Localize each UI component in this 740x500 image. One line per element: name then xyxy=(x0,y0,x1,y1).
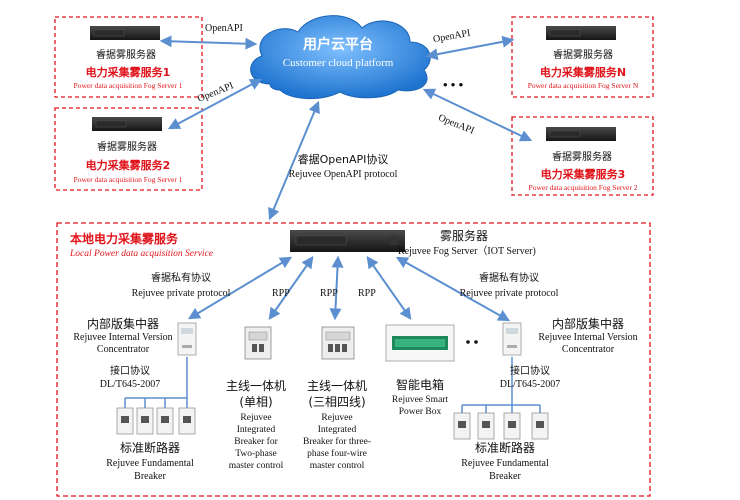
concentrator-left-zh: 内部版集中器 xyxy=(86,317,160,331)
cloud-icon xyxy=(250,15,431,100)
openapi-protocol-zh: 睿据OpenAPI协议 xyxy=(297,153,389,166)
integrated-breaker-single-icon xyxy=(244,326,272,360)
rpp-label-3: RPP xyxy=(358,288,376,299)
local-service-title-en: Local Power data acquisition Service xyxy=(70,249,214,259)
interface-protocol-left-zh: 接口协议 xyxy=(110,366,150,377)
servers-ellipsis: • • • xyxy=(443,77,464,92)
server-icon-2 xyxy=(92,117,162,131)
private-protocol-left-en: Rejuvee private protocol xyxy=(131,288,231,299)
wires-right xyxy=(461,357,541,413)
private-protocol-right-zh: 睿据私有协议 xyxy=(479,273,539,284)
local-service-title: 本地电力采集雾服务 xyxy=(70,232,179,246)
fog-server-1-name-en: Power data acquisition Fog Server 1 xyxy=(73,81,183,90)
local-service-frame xyxy=(56,222,651,497)
integrated-single-zh1: 主线一体机 xyxy=(225,379,287,393)
server-icon-1 xyxy=(90,26,160,40)
wires-left xyxy=(124,357,188,408)
breaker-group-left xyxy=(116,407,196,435)
fog-server-2-frame xyxy=(54,107,203,191)
breaker-right-en1: Rejuvee Fundamental xyxy=(461,458,549,469)
breaker-left-zh: 标准断路器 xyxy=(119,441,181,455)
smart-box-en1: Rejuvee Smart xyxy=(391,395,449,405)
concentrator-left-icon xyxy=(177,322,197,356)
smart-power-box-icon xyxy=(385,324,455,362)
fog-server-2-device: 睿据雾服务器 xyxy=(97,142,157,153)
integrated-three-en-3: phase four-wire xyxy=(307,449,367,459)
integrated-single-en-1: Integrated xyxy=(236,425,276,435)
interface-protocol-right-en: DL/T645-2007 xyxy=(499,379,561,390)
fog-server-1-device: 睿据雾服务器 xyxy=(96,50,156,61)
concentrator-right-en1: Rejuvee Internal Version xyxy=(538,332,638,343)
rpp-label-2: RPP xyxy=(320,288,338,299)
concentrator-left-en1: Rejuvee Internal Version xyxy=(73,332,173,343)
fog-server-n-name-en: Power data acquisition Fog Server N xyxy=(527,81,639,90)
concentrator-left-en2: Concentrator xyxy=(96,344,150,355)
private-protocol-left-zh: 睿据私有协议 xyxy=(151,273,211,284)
private-protocol-right-en: Rejuvee private protocol xyxy=(459,288,559,299)
fog-server-3-name-en: Power data acquisition Fog Server 2 xyxy=(528,183,638,192)
integrated-single-zh2: (单相) xyxy=(239,395,273,409)
fog-server-2-name: 电力采集雾服务2 xyxy=(85,159,171,172)
local-fog-server-zh: 雾服务器 xyxy=(440,229,489,243)
fog-server-n-name: 电力采集雾服务N xyxy=(539,66,627,79)
local-fog-server-en: Rejuvee Fog Server（IOT Server) xyxy=(398,246,536,257)
smart-box-en2: Power Box xyxy=(398,407,442,417)
fog-server-3-frame xyxy=(511,116,654,196)
local-fog-server-icon xyxy=(290,230,405,252)
integrated-three-en-0: Rejuvee xyxy=(321,413,353,423)
breaker-left-en2: Breaker xyxy=(134,471,166,482)
integrated-three-zh2: (三相四线) xyxy=(308,395,366,409)
server-icon-n xyxy=(546,26,616,40)
breaker-right-en2: Breaker xyxy=(489,471,521,482)
rpp-label-1: RPP xyxy=(272,288,290,299)
breaker-right-zh: 标准断路器 xyxy=(474,441,536,455)
integrated-breaker-three-icon xyxy=(321,326,355,360)
integrated-three-en-2: Breaker for three- xyxy=(302,437,372,447)
smart-box-zh: 智能电箱 xyxy=(395,378,445,392)
fog-server-1-name: 电力采集雾服务1 xyxy=(85,66,171,79)
concentrator-right-en2: Concentrator xyxy=(561,344,615,355)
breaker-left-en1: Rejuvee Fundamental xyxy=(106,458,194,469)
interface-protocol-right-zh: 接口协议 xyxy=(510,366,550,377)
concentrator-right-zh: 内部版集中器 xyxy=(551,317,625,331)
integrated-single-en-3: Two-phase xyxy=(235,449,277,459)
fog-server-3-device: 睿据雾服务器 xyxy=(552,152,612,163)
cloud-title-zh: 用户云平台 xyxy=(303,37,373,53)
integrated-three-en-4: master control xyxy=(309,461,365,471)
fog-server-1-frame xyxy=(54,16,203,98)
integrated-single-en-2: Breaker for xyxy=(234,437,278,447)
concentrator-right-icon xyxy=(502,322,522,356)
fog-server-2-name-en: Power data acquisition Fog Server 1 xyxy=(73,175,183,184)
fog-server-n-device: 睿据雾服务器 xyxy=(553,50,613,61)
server-icon-3 xyxy=(546,127,616,141)
integrated-three-zh1: 主线一体机 xyxy=(306,379,368,393)
fog-server-3-name: 电力采集雾服务3 xyxy=(540,168,626,181)
openapi-label-1: OpenAPI xyxy=(205,23,243,34)
interface-protocol-left-en: DL/T645-2007 xyxy=(99,379,161,390)
breaker-group-right xyxy=(453,412,549,440)
integrated-three-en-1: Integrated xyxy=(317,425,357,435)
openapi-protocol-en: Rejuvee OpenAPI protocol xyxy=(288,169,398,180)
integrated-single-en-4: master control xyxy=(228,461,284,471)
cloud-title-en: Customer cloud platform xyxy=(282,57,394,69)
integrated-single-en-0: Rejuvee xyxy=(240,413,272,423)
